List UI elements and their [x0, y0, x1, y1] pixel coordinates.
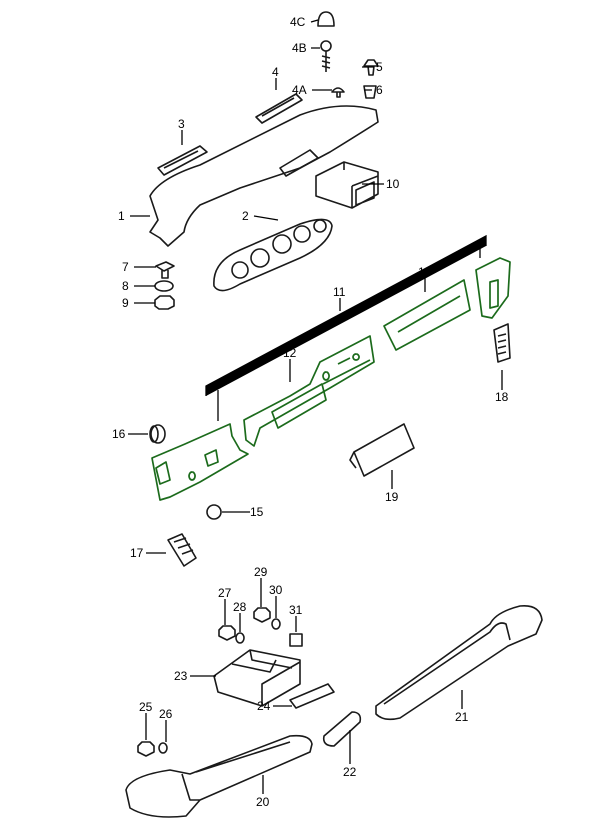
part-1-dash-cover: [149, 105, 379, 247]
label-15: 15: [250, 505, 264, 519]
label-30: 30: [269, 583, 283, 597]
label-28: 28: [233, 600, 247, 614]
label-11: 11: [333, 285, 346, 299]
part-7-bolt: [155, 261, 175, 279]
part-8-washer: [154, 280, 174, 292]
part-31-spacer: [289, 633, 303, 647]
label-19: 19: [385, 490, 399, 504]
part-22-trim-end: [322, 711, 362, 747]
label-4b: 4B: [292, 41, 307, 55]
label-16: 16: [112, 427, 126, 441]
label-8: 8: [122, 279, 129, 293]
part-28-washer: [235, 632, 245, 644]
label-7: 7: [122, 260, 129, 274]
part-21-knee-pad-right: [375, 604, 543, 721]
label-10: 10: [386, 177, 400, 191]
label-21: 21: [455, 710, 469, 724]
label-5: 5: [376, 60, 383, 74]
label-20: 20: [256, 795, 270, 809]
part-10-center-vent: [315, 161, 379, 209]
label-6: 6: [376, 83, 383, 97]
label-23: 23: [174, 669, 188, 683]
part-15-plug: [206, 504, 222, 520]
label-24: 24: [257, 699, 271, 713]
label-22: 22: [343, 765, 357, 779]
part-24-trim-strip: [289, 683, 335, 709]
part-20-knee-pad-left: [125, 734, 313, 818]
part-11-dash-carrier: [151, 257, 511, 501]
label-29: 29: [254, 565, 268, 579]
part-23-glovebox: [213, 649, 301, 707]
label-3: 3: [178, 117, 185, 131]
label-18: 18: [495, 390, 509, 404]
part-6-grommet: [363, 85, 377, 99]
label-1: 1: [118, 209, 125, 223]
label-4: 4: [272, 65, 279, 79]
part-4a-plug: [331, 87, 345, 98]
assembly-11-bracket: [205, 234, 487, 421]
label-4a: 4A: [292, 83, 307, 97]
label-9: 9: [122, 296, 129, 310]
part-18-side-vent: [493, 323, 511, 363]
part-19-glovebox-lid: [349, 423, 415, 477]
part-4-defroster-vent: [255, 93, 303, 124]
label-31: 31: [289, 603, 303, 617]
label-26: 26: [159, 707, 173, 721]
part-16-grommet: [149, 424, 166, 444]
part-4b-screw: [320, 40, 332, 72]
part-29-nut: [253, 607, 271, 623]
part-9-nut: [154, 295, 175, 310]
part-27-nut: [218, 625, 236, 641]
label-2: 2: [242, 209, 249, 223]
label-12: 12: [283, 346, 297, 360]
label-27: 27: [218, 586, 232, 600]
part-30-washer: [271, 618, 281, 630]
part-4c-cap: [317, 11, 335, 27]
part-26-washer: [158, 742, 168, 754]
part-5-clip: [363, 59, 379, 76]
label-4c: 4C: [290, 15, 306, 29]
leader-lines: [128, 19, 503, 794]
part-25-nut: [137, 741, 155, 757]
part-3-defroster-vent: [157, 145, 208, 176]
part-labels: 4C 4B 5 4 4A 6 3 10 1 2 7 8 9 11 13 12 1…: [112, 15, 509, 809]
part-2-instrument-panel: [213, 218, 333, 292]
label-13: 13: [418, 265, 432, 279]
part-17-switch-panel: [167, 533, 197, 567]
label-25: 25: [139, 700, 153, 714]
label-17: 17: [130, 546, 144, 560]
